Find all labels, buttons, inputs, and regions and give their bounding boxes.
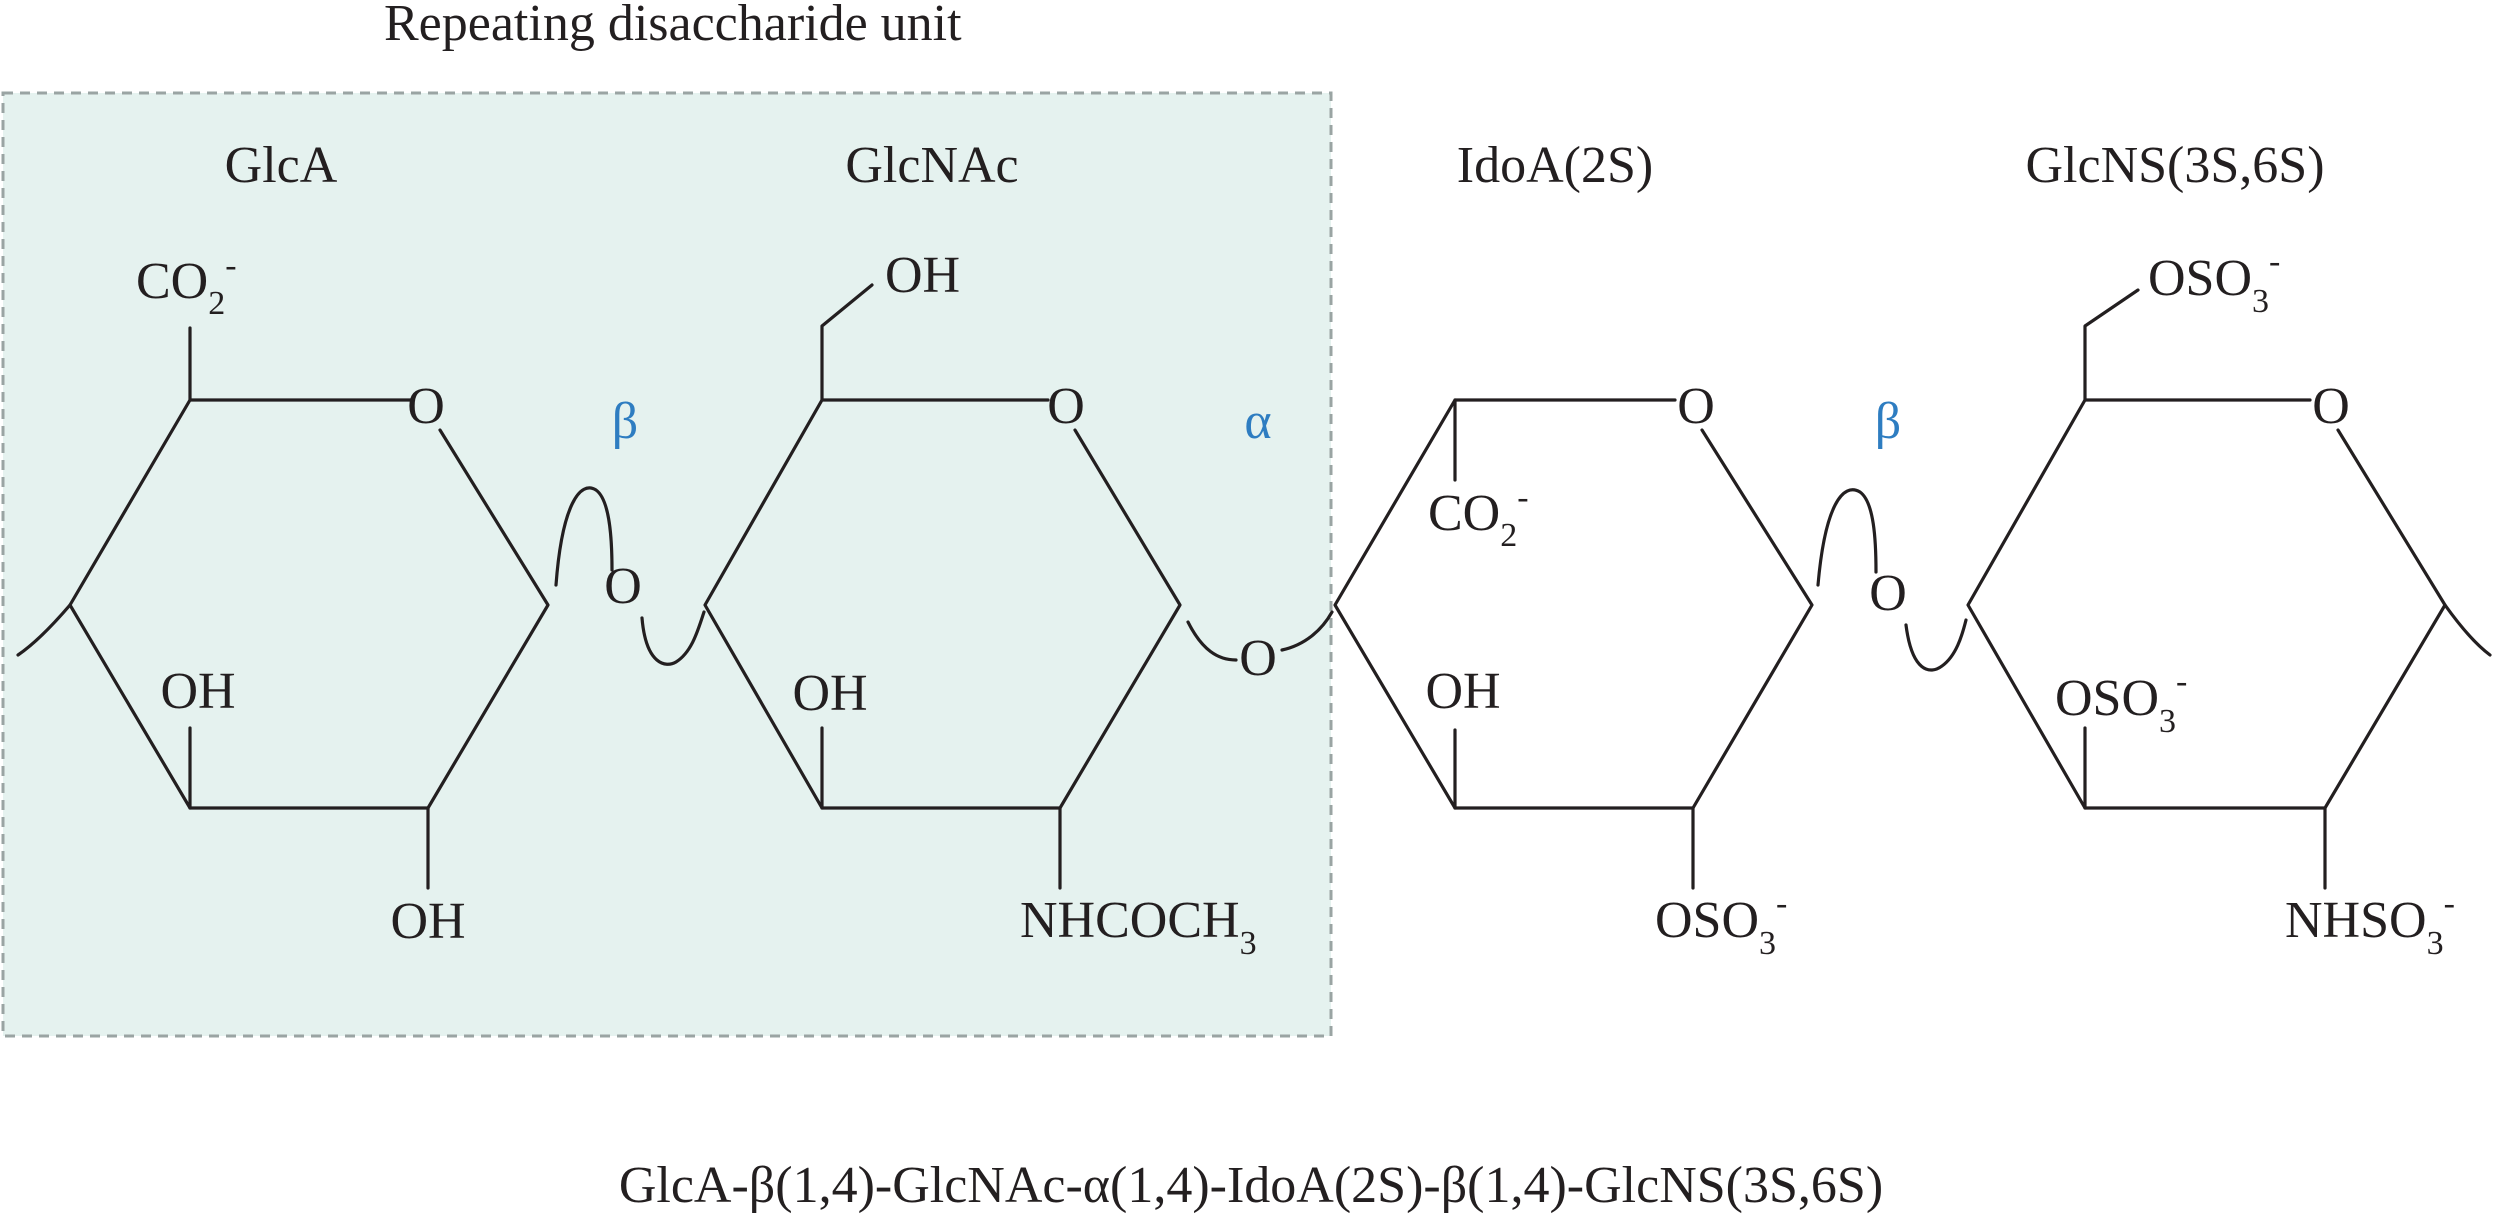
ring-glcnac (703, 283, 1182, 890)
glycosidic-oxygen-2: O (1239, 630, 1277, 687)
glycosidic-bond-1a (554, 486, 614, 587)
glycosidic-bond-1b (640, 610, 706, 666)
unit-name-glca: GlcA (225, 137, 338, 194)
repeating-unit-box (1, 91, 1333, 1038)
glca-oh-3: OH (160, 663, 235, 720)
ring-oxygen-glcnac: O (1047, 378, 1085, 435)
glca-oh-2: OH (390, 893, 465, 950)
idoa-oh-3: OH (1425, 663, 1500, 720)
ring-oxygen-glca: O (407, 378, 445, 435)
linkage-anomer-2: α (1244, 393, 1271, 450)
glcns-sulfate-3: OSO3- (2055, 663, 2187, 740)
unit-name-glcns: GlcNS(3S,6S) (2025, 137, 2324, 194)
linkage-anomer-1: β (612, 393, 638, 450)
glcnac-acetamido: NHCOCH3 (1020, 892, 1257, 962)
glycosidic-bond-2b (1280, 610, 1334, 652)
idoa-sulfate-2: OSO3- (1655, 885, 1787, 962)
idoa-carboxylate: CO2- (1428, 479, 1529, 554)
glcns-sulfate-6: OSO3- (2148, 243, 2280, 320)
glcnac-oh-6: OH (885, 247, 960, 304)
ring-glcns (1966, 288, 2492, 890)
sequence-caption: GlcA-β(1,4)-GlcNAc-α(1,4)-IdoA(2S)-β(1,4… (619, 1157, 1883, 1214)
glycosidic-bond-2a (1186, 620, 1238, 662)
unit-name-glcnac: GlcNAc (845, 137, 1018, 194)
glycosidic-oxygen-1: O (604, 558, 642, 615)
ring-oxygen-glcns: O (2312, 378, 2350, 435)
linkage-anomer-3: β (1875, 393, 1901, 450)
glca-carboxylate: CO2- (136, 247, 237, 322)
ring-glca (16, 326, 550, 890)
glycosidic-oxygen-3: O (1869, 565, 1907, 622)
ring-idoa2s (1333, 398, 1814, 890)
ring-oxygen-idoa: O (1677, 378, 1715, 435)
glcnac-oh-3: OH (792, 665, 867, 722)
unit-name-idoa2s: IdoA(2S) (1457, 137, 1653, 194)
glcns-sulfamate: NHSO3- (2285, 885, 2455, 962)
repeating-unit-label: Repeating disaccharide unit (384, 0, 962, 52)
glycosidic-bond-3b (1904, 618, 1968, 672)
glycosidic-bond-3a (1816, 488, 1878, 587)
